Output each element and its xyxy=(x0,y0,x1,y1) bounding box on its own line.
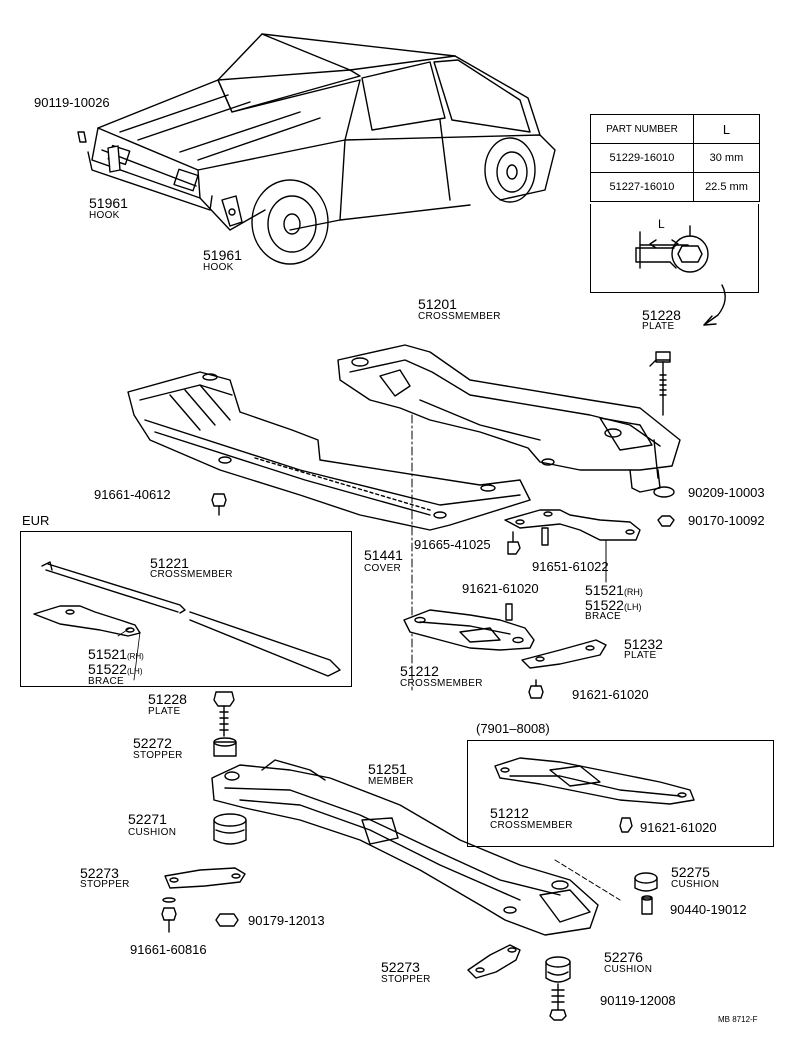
label-52273-left: 52273 xyxy=(80,865,119,881)
label-stopper-c: STOPPER xyxy=(381,974,431,985)
date-range-box xyxy=(467,740,774,847)
label-91661-60816: 91661-60816 xyxy=(130,942,207,957)
label-brace: BRACE xyxy=(585,611,621,622)
label-52271: 52271 xyxy=(128,811,167,827)
table-dim-label: L xyxy=(658,217,665,231)
label-51441: 51441 xyxy=(364,547,403,563)
label-plate-low: PLATE xyxy=(148,706,181,717)
cover-51441 xyxy=(127,371,531,531)
label-hook-left: HOOK xyxy=(89,210,120,221)
label-90170-10092: 90170-10092 xyxy=(688,513,765,528)
label-51228-low: 51228 xyxy=(148,691,187,707)
part-length-table: PART NUMBER L 51229-16010 30 mm 51227-16… xyxy=(590,114,761,202)
label-91621-61020-a: 91621-61020 xyxy=(462,581,539,596)
crossmember-51201 xyxy=(337,344,681,493)
label-51232: 51232 xyxy=(624,636,663,652)
label-90119-10026: 90119-10026 xyxy=(34,95,110,110)
label-51212-mid: 51212 xyxy=(400,663,439,679)
label-date-range: (7901–8008) xyxy=(476,721,550,736)
table-row: 51227-16010 22.5 mm xyxy=(590,172,761,202)
label-cushion-c: CUSHION xyxy=(604,964,653,975)
label-51251: 51251 xyxy=(368,761,407,777)
label-eur-51521-rh: 51521(RH) xyxy=(88,646,144,662)
label-cushion-a: CUSHION xyxy=(128,827,177,838)
hook-mid xyxy=(221,195,243,227)
label-cover: COVER xyxy=(364,563,402,574)
label-plate-mid: PLATE xyxy=(624,650,657,661)
table-row: 51229-16010 30 mm xyxy=(590,143,761,173)
label-91621-61020-b: 91621-61020 xyxy=(572,687,649,702)
label-cushion-b: CUSHION xyxy=(671,879,720,890)
car-outline xyxy=(87,33,556,265)
label-eur-brace: BRACE xyxy=(88,676,124,687)
member-51251 xyxy=(211,759,599,936)
label-91665-41025: 91665-41025 xyxy=(414,537,491,552)
label-plate-top: PLATE xyxy=(642,321,675,332)
label-51961-left: 51961 xyxy=(89,195,128,211)
label-eur-crossmember: CROSSMEMBER xyxy=(150,569,233,580)
label-hook-mid: HOOK xyxy=(203,262,234,273)
label-91621-61020-c: 91621-61020 xyxy=(640,820,717,835)
label-stopper-a: STOPPER xyxy=(133,750,183,761)
label-90209-10003: 90209-10003 xyxy=(688,485,765,500)
label-crossmember-box: CROSSMEMBER xyxy=(490,820,573,831)
label-stopper-b: STOPPER xyxy=(80,879,130,890)
label-51201: 51201 xyxy=(418,296,457,312)
label-eur: EUR xyxy=(22,513,50,528)
label-51522-lh: 51522(LH) xyxy=(585,597,642,613)
table-header-l: L xyxy=(692,114,761,144)
table-cell-part: 51229-16010 xyxy=(590,143,694,173)
label-52276: 52276 xyxy=(604,949,643,965)
label-51961-mid: 51961 xyxy=(203,247,242,263)
table-cell-part: 51227-16010 xyxy=(590,172,694,202)
hook-left xyxy=(107,145,121,173)
label-52273-low: 52273 xyxy=(381,959,420,975)
table-cell-l: 30 mm xyxy=(692,143,761,173)
table-dimension-cell xyxy=(590,204,759,293)
label-crossmember-mid: CROSSMEMBER xyxy=(400,678,483,689)
label-90440-19012: 90440-19012 xyxy=(670,902,747,917)
table-header-part: PART NUMBER xyxy=(590,114,694,144)
table-cell-l: 22.5 mm xyxy=(692,172,761,202)
label-90119-12008: 90119-12008 xyxy=(600,993,676,1008)
label-90179-12013: 90179-12013 xyxy=(248,913,325,928)
label-diagram-code: MB 8712-F xyxy=(718,1015,758,1024)
label-member: MEMBER xyxy=(368,776,414,787)
eur-box xyxy=(20,531,352,687)
label-91651-61022: 91651-61022 xyxy=(532,559,609,574)
label-51228-top: 51228 xyxy=(642,307,681,323)
label-52275: 52275 xyxy=(671,864,710,880)
label-crossmember-top: CROSSMEMBER xyxy=(418,311,501,322)
label-52272: 52272 xyxy=(133,735,172,751)
crossmember-51212-mid xyxy=(403,609,535,651)
label-51221: 51221 xyxy=(150,555,189,571)
label-51212-box: 51212 xyxy=(490,805,529,821)
label-51521-rh: 51521(RH) xyxy=(585,582,643,598)
label-91661-40612: 91661-40612 xyxy=(94,487,171,502)
label-eur-51522-lh: 51522(LH) xyxy=(88,661,143,677)
